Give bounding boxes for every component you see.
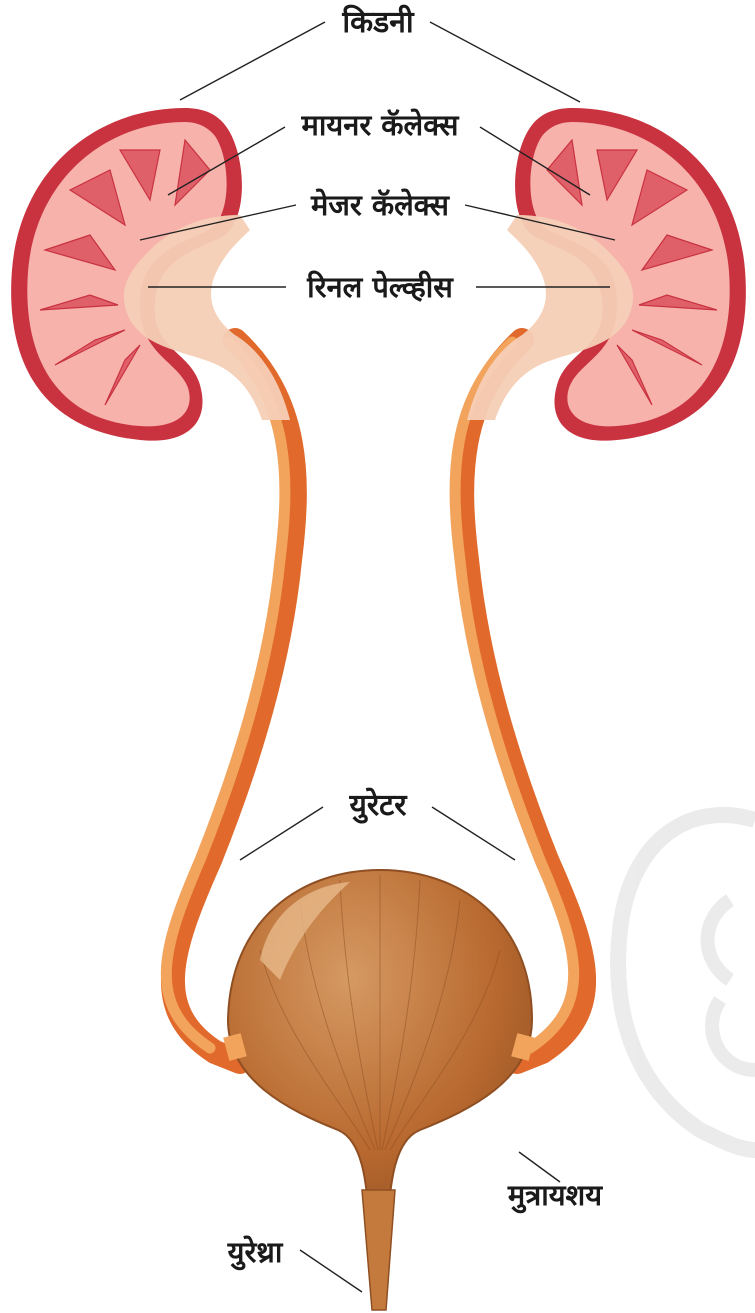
left-kidney — [11, 108, 290, 441]
label-kidney: किडनी — [341, 4, 415, 40]
label-major-calyx: मेजर कॅलेक्स — [310, 188, 450, 222]
label-urethra: युरेथ्रा — [227, 1235, 284, 1271]
right-kidney — [467, 108, 746, 441]
label-renal-pelvis: रिनल पेल्व्हीस — [306, 270, 454, 304]
label-minor-calyx: मायनर कॅलेक्स — [301, 108, 460, 142]
label-bladder: मुत्रायशय — [507, 1178, 603, 1214]
label-ureter: युरेटर — [348, 787, 408, 824]
watermark — [618, 815, 755, 1150]
